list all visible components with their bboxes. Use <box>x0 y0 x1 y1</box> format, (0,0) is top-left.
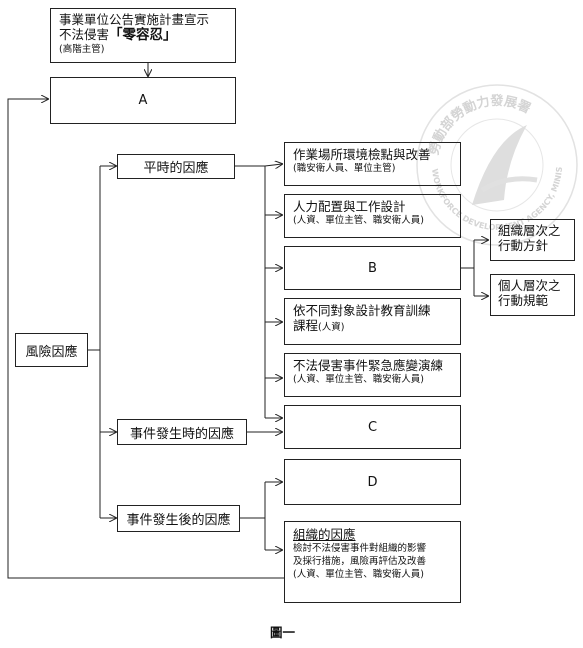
personal-norms-label: 個人層次之行動規範 <box>498 278 561 308</box>
box-c: C <box>284 405 461 449</box>
staffing-note: (人資、單位主管、職安衛人員) <box>293 215 424 226</box>
phase-normal-label: 平時的因應 <box>143 161 209 176</box>
emergency-drill-box: 不法侵害事件緊急應變演練 (人資、單位主管、職安衛人員) <box>284 353 461 397</box>
zero-tolerance-text: 「零容忍」 <box>109 27 177 43</box>
training-note: (人資) <box>318 322 345 333</box>
phase-during-box: 事件發生時的因應 <box>117 419 247 445</box>
agency-watermark-logo: 勞動部勞動力發展署 WORKFORCE DEVELOPMENT AGENCY, … <box>412 80 578 246</box>
staffing-title: 人力配置與工作設計 <box>293 199 406 214</box>
top-box-note: (高階主管) <box>59 44 105 55</box>
box-b-label: B <box>368 260 377 276</box>
training-title-line2: 課程(人資) <box>293 318 452 334</box>
org-policy-box: 組織層次之行動方針 <box>490 219 575 261</box>
training-title-cont: 課程 <box>293 318 319 333</box>
box-d: D <box>284 459 461 505</box>
box-d-label: D <box>367 474 378 490</box>
emergency-drill-note: (人資、單位主管、職安衛人員) <box>293 374 424 385</box>
emergency-drill-title: 不法侵害事件緊急應變演練 <box>293 358 444 373</box>
org-policy-label: 組織層次之行動方針 <box>498 223 561 253</box>
risk-response-label: 風險因應 <box>25 344 78 360</box>
staffing-box: 人力配置與工作設計 (人資、單位主管、職安衛人員) <box>284 194 461 238</box>
personal-norms-box: 個人層次之行動規範 <box>490 274 575 316</box>
top-box-line2: 不法侵害「零容忍」 <box>59 27 227 43</box>
phase-normal-box: 平時的因應 <box>117 154 235 179</box>
top-box-line1: 事業單位公告實施計畫宣示 <box>59 12 210 27</box>
figure-caption: 圖一 <box>270 625 296 640</box>
top-box-line2-prefix: 不法侵害 <box>59 27 110 42</box>
top-commitment-box: 事業單位公告實施計畫宣示 不法侵害「零容忍」 (高階主管) <box>50 8 236 63</box>
org-response-title: 組織的因應 <box>293 527 356 542</box>
box-a-label: A <box>138 93 148 108</box>
org-response-desc2: 及採行措施，風險再評估及改善 <box>293 556 427 567</box>
org-response-box: 組織的因應 檢討不法侵害事件對組織的影響 及採行措施，風險再評估及改善 (人資、… <box>284 521 461 603</box>
env-check-box: 作業場所環境檢點與改善 (職安衛人員、單位主管) <box>284 142 461 186</box>
training-title: 依不同對象設計教育訓練 <box>293 303 431 318</box>
env-check-title: 作業場所環境檢點與改善 <box>293 147 431 162</box>
org-response-note: (人資、單位主管、職安衛人員) <box>293 569 424 580</box>
org-response-desc1: 檢討不法侵害事件對組織的影響 <box>293 543 427 554</box>
box-b: B <box>284 246 461 290</box>
phase-after-label: 事件發生後的因應 <box>126 513 231 528</box>
risk-response-box: 風險因應 <box>15 333 88 367</box>
phase-during-label: 事件發生時的因應 <box>129 426 234 442</box>
training-box: 依不同對象設計教育訓練 課程(人資) <box>284 298 461 345</box>
phase-after-box: 事件發生後的因應 <box>117 505 240 532</box>
box-a: A <box>50 77 236 124</box>
box-c-label: C <box>367 419 378 435</box>
env-check-note: (職安衛人員、單位主管) <box>293 163 396 174</box>
